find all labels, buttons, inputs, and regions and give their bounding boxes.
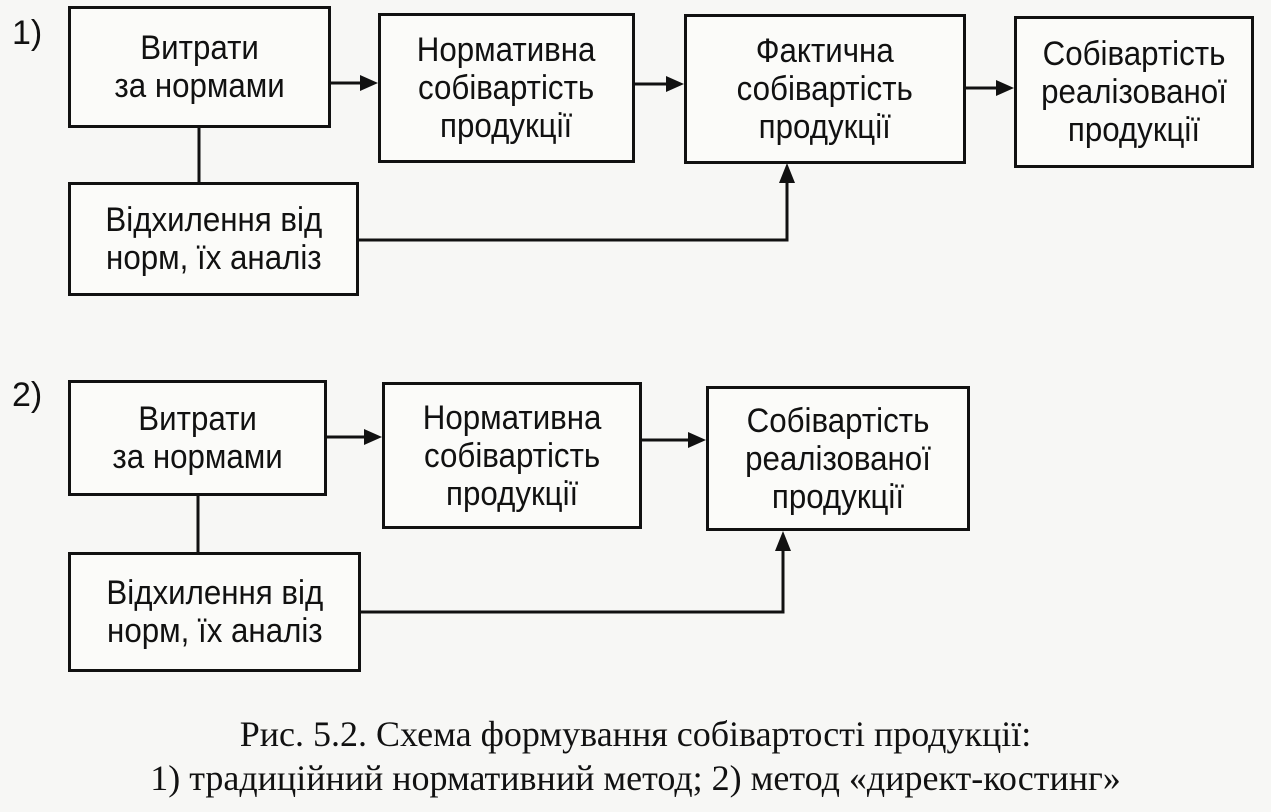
arrowhead-1b: [666, 76, 684, 92]
text-line: норм, їх аналіз: [105, 239, 322, 277]
d2-sold-cost-box: Собівартість реалізованої продукції: [706, 386, 970, 531]
arrowhead-2b: [688, 432, 706, 448]
arrowhead-2c: [775, 531, 791, 551]
text-line: Фактична: [755, 32, 894, 70]
text-line: норм, їх аналіз: [106, 612, 323, 650]
text-line: Витрати: [140, 29, 259, 67]
arrowhead-1a: [360, 75, 378, 91]
text-line: Собівартість: [746, 401, 930, 440]
text-line: Нормативна: [422, 398, 602, 437]
text-line: продукції: [1067, 111, 1201, 149]
text-line: собівартість: [736, 70, 914, 108]
arrowhead-1d: [779, 163, 795, 183]
text-line: Витрати: [138, 400, 257, 438]
text-line: за нормами: [114, 67, 285, 105]
d1-deviations-box: Відхилення від норм, їх аналіз: [68, 182, 359, 296]
diagram-2-label: 2): [12, 376, 43, 414]
arrowhead-1c: [996, 80, 1014, 96]
arrowhead-2a: [364, 429, 382, 445]
d2-costs-by-norms-box: Витрати за нормами: [68, 380, 327, 496]
d2-deviations-box: Відхилення від норм, їх аналіз: [68, 552, 361, 672]
text-line: реалізованої: [1041, 73, 1227, 111]
text-line: собівартість: [423, 436, 601, 475]
figure-caption-line-1: Рис. 5.2. Схема формування собівартості …: [239, 714, 1032, 754]
d1-normative-cost-box: Нормативна собівартість продукції: [378, 13, 635, 163]
text-line: продукції: [440, 107, 573, 145]
text-line: продукції: [771, 477, 905, 516]
d2-normative-cost-box: Нормативна собівартість продукції: [382, 382, 642, 529]
text-line: Нормативна: [417, 31, 596, 69]
arrow-2-deviations-to-sold: [361, 538, 785, 614]
text-line: реалізованої: [745, 439, 931, 478]
text-line: за нормами: [112, 438, 283, 476]
text-line: Собівартість: [1042, 35, 1226, 73]
d1-costs-by-norms-box: Витрати за нормами: [68, 6, 331, 128]
figure-caption-line-2: 1) традиційний нормативний метод; 2) мет…: [150, 758, 1121, 798]
text-line: продукції: [758, 108, 892, 146]
text-line: собівартість: [418, 69, 595, 107]
text-line: продукції: [445, 474, 579, 513]
text-line: Відхилення від: [105, 201, 322, 239]
d1-sold-cost-box: Собівартість реалізованої продукції: [1014, 16, 1254, 168]
arrow-1-deviations-to-actual: [359, 170, 789, 242]
diagram-1-label: 1): [12, 14, 43, 52]
text-line: Відхилення від: [106, 574, 323, 612]
d1-actual-cost-box: Фактична собівартість продукції: [684, 14, 966, 164]
